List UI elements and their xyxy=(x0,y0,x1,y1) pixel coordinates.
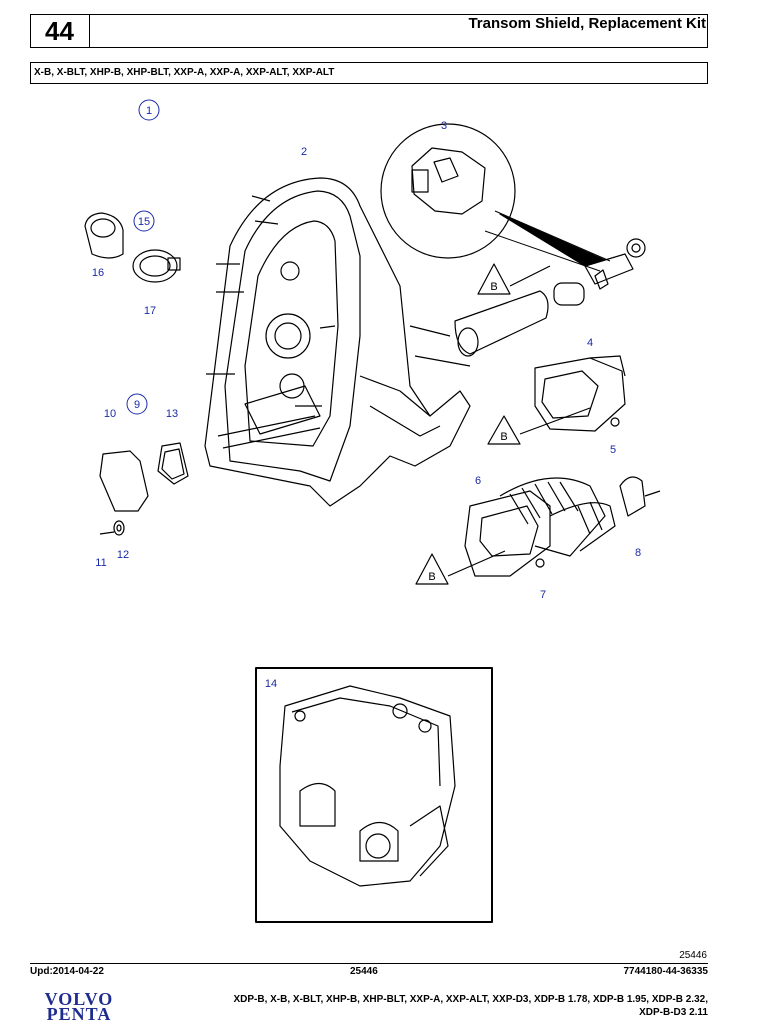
update-date: Upd:2014-04-22 xyxy=(30,966,104,977)
callout-12: 12 xyxy=(117,549,129,561)
b-marker-triangles xyxy=(415,263,591,585)
callout-5: 5 xyxy=(610,444,616,456)
parts-10-13-drawing xyxy=(99,442,189,536)
callout-7: 7 xyxy=(540,589,546,601)
callout-10: 10 xyxy=(104,408,116,420)
detail-14-drawing xyxy=(255,667,493,923)
b-label-2: B xyxy=(500,431,507,443)
detail-3-drawing xyxy=(380,123,611,272)
transom-shield-drawing xyxy=(204,177,471,507)
callout-15: 15 xyxy=(138,216,150,228)
duct-4-drawing xyxy=(534,355,626,432)
callout-6: 6 xyxy=(475,475,481,487)
callout-13: 13 xyxy=(166,408,178,420)
image-number: 25446 xyxy=(350,966,378,977)
footer-models-line-2: XDP-B-D3 2.11 xyxy=(639,1007,708,1018)
logo-line-1: VOLVO xyxy=(44,989,114,1009)
callout-3: 3 xyxy=(441,120,447,132)
header-box xyxy=(30,14,708,48)
page-number: 44 xyxy=(30,14,90,48)
callout-14: 14 xyxy=(265,678,277,690)
callout-9: 9 xyxy=(134,399,140,411)
callout-1: 1 xyxy=(146,105,152,117)
footer-models-line-1: XDP-B, X-B, X-BLT, XHP-B, XHP-BLT, XXP-A… xyxy=(233,994,708,1005)
catalog-number: 7744180-44-36335 xyxy=(623,966,708,977)
callout-circle-1 xyxy=(138,99,160,121)
footer-rule xyxy=(30,963,708,964)
callout-circle-15 xyxy=(133,210,155,232)
callout-2: 2 xyxy=(301,146,307,158)
b-label-1: B xyxy=(490,281,497,293)
image-number-top: 25446 xyxy=(679,950,707,961)
parts-16-17-drawing xyxy=(84,212,181,283)
logo-line-2: PENTA xyxy=(46,1004,112,1024)
page-title: Transom Shield, Replacement Kit xyxy=(468,15,706,32)
models-strip: X-B, X-BLT, XHP-B, XHP-BLT, XXP-A, XXP-A… xyxy=(30,62,708,84)
callout-4: 4 xyxy=(587,337,593,349)
callout-16: 16 xyxy=(92,267,104,279)
volvo-penta-logo: VOLVO PENTA xyxy=(30,989,128,1024)
b-label-3: B xyxy=(428,571,435,583)
bellows-6-drawing xyxy=(464,417,661,577)
callout-circle-9 xyxy=(126,393,148,415)
callout-8: 8 xyxy=(635,547,641,559)
exploded-diagram: 1 2 3 4 5 6 7 8 9 10 11 12 13 14 15 16 1… xyxy=(84,99,661,923)
cylinder-drawing xyxy=(454,238,646,357)
callout-17: 17 xyxy=(144,305,156,317)
footer-models: XDP-B, X-B, X-BLT, XHP-B, XHP-BLT, XXP-A… xyxy=(150,993,708,1019)
callout-11: 11 xyxy=(95,557,106,569)
